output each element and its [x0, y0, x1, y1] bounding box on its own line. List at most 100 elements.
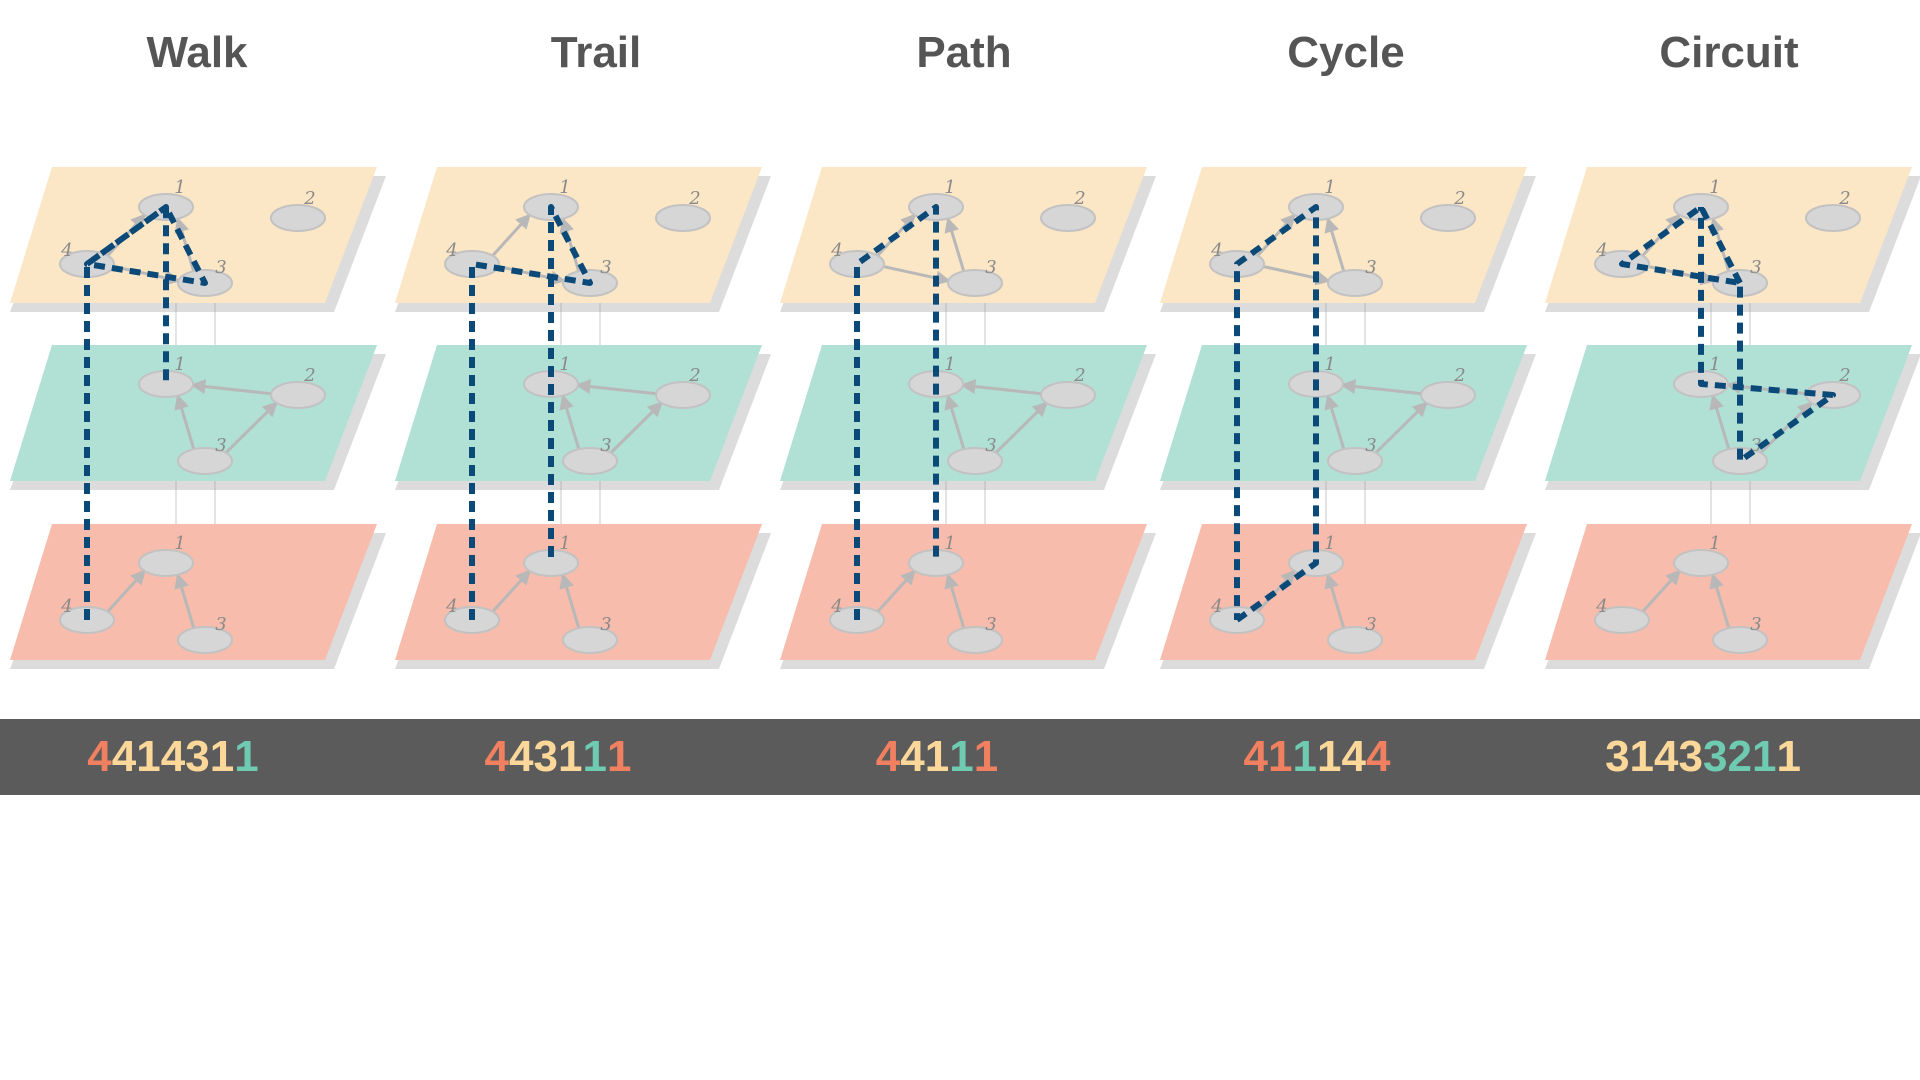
- node-label: 1: [559, 177, 570, 198]
- edge-arrow: [1373, 401, 1428, 456]
- layer-mid: 123: [395, 345, 771, 490]
- node: [177, 626, 233, 654]
- node: [947, 626, 1003, 654]
- node-label: 1: [559, 354, 570, 375]
- node-label: 4: [1595, 596, 1607, 617]
- layer-mid: 1 2 3: [1160, 345, 1536, 490]
- sequence-digit: 4: [1341, 732, 1366, 781]
- panel-title-trail: Trail: [550, 28, 642, 77]
- edge-arrow: [875, 569, 917, 614]
- layer-bot: 134: [1160, 524, 1536, 669]
- sequence-digit: 4: [484, 732, 510, 781]
- node-label: 3: [985, 257, 996, 278]
- edge-arrow: [559, 394, 581, 451]
- layer-mid: 123: [780, 345, 1156, 490]
- node: [562, 626, 618, 654]
- route-dashed: [854, 204, 939, 620]
- sequence-digit: 1: [1629, 732, 1655, 781]
- node-label: 3: [1750, 257, 1761, 278]
- node-label: 1: [944, 177, 955, 198]
- node-label: 4: [830, 596, 842, 617]
- node: [1420, 381, 1476, 409]
- node: [655, 381, 711, 409]
- route-dashed: [1234, 204, 1319, 623]
- edge-arrow: [1324, 573, 1346, 630]
- panel-title-walk: Walk: [146, 28, 248, 77]
- edge-arrow: [1255, 569, 1297, 614]
- sequence-digit: 3: [1703, 732, 1728, 781]
- sequence-digit: 4: [1243, 732, 1269, 781]
- sequence-path: 44111: [747, 719, 1127, 795]
- node-label: 2: [303, 365, 315, 386]
- node: [138, 549, 194, 577]
- layer-bot: 134: [395, 524, 771, 669]
- node-label: 1: [1709, 354, 1720, 375]
- sequence-digit: 4: [1365, 732, 1391, 781]
- node-label: 3: [215, 435, 226, 456]
- sequence-circuit: 31433211: [1513, 719, 1893, 795]
- node-label: 2: [1453, 365, 1465, 386]
- node-label: 2: [688, 188, 700, 209]
- sequence-digit: 4: [87, 732, 112, 781]
- node-label: 2: [303, 188, 315, 209]
- node: [1594, 606, 1650, 634]
- node: [655, 204, 711, 232]
- edge-arrow: [944, 217, 966, 273]
- edge-arrow: [1758, 401, 1813, 456]
- node-label: 1: [174, 533, 185, 554]
- node-label: 4: [60, 240, 72, 261]
- node-label: 1: [944, 354, 955, 375]
- layer-bot: 1 3 4: [780, 524, 1156, 669]
- node: [1327, 626, 1383, 654]
- edge-arrow: [1324, 217, 1346, 273]
- sequence-bar: 4414311 443111 44111 411144 31433211: [0, 719, 1920, 795]
- node-label: 2: [1453, 188, 1465, 209]
- node: [177, 447, 233, 475]
- node-label: 3: [215, 614, 226, 635]
- node: [947, 447, 1003, 475]
- node-label: 1: [1324, 354, 1335, 375]
- sequence-digit: 1: [558, 732, 583, 781]
- node-label: 1: [1709, 177, 1720, 198]
- panel-titles: Walk Trail Path Cycle Circuit: [0, 28, 1920, 108]
- sequence-digit: 3: [185, 732, 210, 781]
- layer-plane: [780, 345, 1147, 481]
- sequence-digit: 1: [1751, 732, 1777, 781]
- node-label: 3: [985, 435, 996, 456]
- sequence-digit: 3: [1605, 732, 1630, 781]
- node-label: 3: [1365, 435, 1376, 456]
- layer-top: 1 2 3 4: [780, 167, 1156, 312]
- layer-mid: 123: [1545, 345, 1920, 490]
- sequence-digit: 1: [209, 732, 235, 781]
- sequence-digit: 1: [1292, 732, 1317, 781]
- edge-arrow: [1709, 394, 1731, 451]
- sequence-digit: 4: [875, 732, 901, 781]
- node-label: 1: [174, 177, 185, 198]
- edge-arrow: [190, 379, 275, 396]
- edge-arrow: [1255, 213, 1297, 258]
- node-label: 4: [445, 596, 457, 617]
- node: [1420, 204, 1476, 232]
- node-label: 1: [1324, 177, 1335, 198]
- node: [1712, 626, 1768, 654]
- layer-plane: [1545, 345, 1912, 481]
- node-label: 3: [600, 435, 611, 456]
- sequence-digit: 1: [582, 732, 607, 781]
- node-label: 2: [1073, 188, 1085, 209]
- node-label: 4: [830, 240, 842, 261]
- node-label: 3: [1365, 257, 1376, 278]
- sequence-digit: 1: [234, 732, 259, 781]
- sequence-walk: 4414311: [0, 719, 363, 795]
- panel-title-cycle: Cycle: [1287, 28, 1405, 77]
- edge-arrow: [1709, 573, 1731, 630]
- node: [1040, 381, 1096, 409]
- node-label: 3: [1750, 435, 1761, 456]
- node-label: 3: [215, 257, 226, 278]
- node-label: 3: [985, 614, 996, 635]
- node-label: 1: [944, 533, 955, 554]
- sequence-trail: 443111: [368, 719, 748, 795]
